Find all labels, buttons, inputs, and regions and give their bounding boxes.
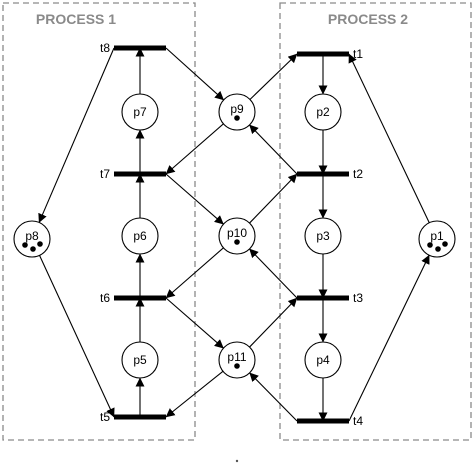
arc-t8-p9 — [165, 47, 224, 101]
transition-label-t3: t3 — [353, 291, 363, 305]
arc-t7-p10 — [165, 173, 224, 225]
arc-p11-t3 — [249, 297, 298, 348]
transition-label-t2: t2 — [353, 167, 363, 181]
arc-t6-p11 — [165, 297, 224, 349]
place-label-p4: p4 — [316, 353, 330, 367]
transition-label-t6: t6 — [100, 291, 110, 305]
place-p9 — [218, 93, 256, 131]
place-p3 — [304, 217, 342, 255]
place-label-p11: p11 — [227, 350, 246, 364]
place-label-p6: p6 — [133, 229, 147, 243]
arc-p8-t5 — [39, 255, 115, 418]
place-label-p2: p2 — [316, 105, 330, 119]
arc-t2-p9 — [249, 124, 298, 175]
place-label-p3: p3 — [316, 229, 330, 243]
arc-p1-t1 — [348, 53, 430, 223]
place-p5 — [121, 341, 159, 379]
place-p8 — [13, 220, 51, 258]
place-p7 — [121, 93, 159, 131]
arc-p10-t2 — [249, 173, 298, 224]
token-p11-1 — [234, 363, 240, 369]
place-p11 — [218, 341, 256, 379]
place-p4 — [304, 341, 342, 379]
transition-label-t8: t8 — [100, 41, 110, 55]
arc-t4-p1 — [348, 254, 430, 422]
process-1-box — [2, 2, 196, 441]
token-p1-2 — [435, 246, 441, 252]
places: p1 p2 p3 p4 p5 p6 p7 p8 p9 p10 p11 — [13, 93, 456, 379]
arc-t3-p10 — [249, 248, 298, 299]
process-2-title: PROCESS 2 — [328, 11, 408, 27]
place-p6 — [121, 217, 159, 255]
stray-dot — [235, 459, 239, 463]
token-p1-1 — [427, 242, 433, 248]
place-label-p1: p1 — [430, 229, 444, 243]
process-1-title: PROCESS 1 — [36, 11, 116, 27]
arc-p11-t5 — [165, 370, 224, 418]
place-label-p10: p10 — [227, 226, 247, 240]
place-p10 — [218, 217, 256, 255]
token-p8-3 — [37, 241, 43, 247]
transitions: t1 t2 t3 t4 t5 t6 t7 t8 — [100, 41, 363, 428]
transition-label-t5: t5 — [100, 410, 110, 424]
token-p8-2 — [30, 246, 36, 252]
transition-label-t1: t1 — [353, 47, 363, 61]
place-label-p5: p5 — [133, 353, 147, 367]
transition-label-t4: t4 — [353, 414, 363, 428]
token-p10-1 — [234, 239, 240, 245]
place-label-p8: p8 — [25, 229, 39, 243]
arc-p9-t7 — [165, 123, 224, 175]
token-p1-3 — [442, 241, 448, 247]
arc-p10-t6 — [165, 247, 224, 299]
arc-t8-p8 — [38, 47, 115, 223]
arc-t4-p11 — [249, 372, 298, 422]
place-p2 — [304, 93, 342, 131]
place-label-p7: p7 — [133, 105, 147, 119]
place-p1 — [418, 220, 456, 258]
token-p9-1 — [234, 115, 240, 121]
arc-p9-t1 — [249, 53, 298, 100]
place-label-p9: p9 — [230, 102, 244, 116]
arcs — [38, 47, 430, 422]
process-2-box — [279, 2, 472, 441]
token-p8-1 — [22, 242, 28, 248]
transition-label-t7: t7 — [100, 167, 110, 181]
